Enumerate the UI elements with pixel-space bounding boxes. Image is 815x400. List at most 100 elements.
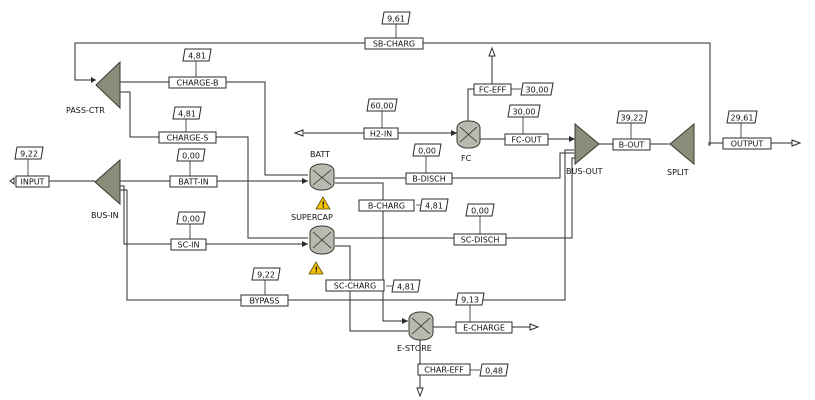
mixer-triangle-icon [94,158,121,206]
stream-label-sb-charg[interactable]: SB-CHARG [364,37,424,50]
svg-text:4,81: 4,81 [397,283,415,292]
block-fc[interactable]: FC [456,120,481,163]
stream-label-charge-b[interactable]: CHARGE-B [168,76,227,89]
mixer-triangle-icon [669,122,695,166]
block-label-split: SPLIT [667,168,689,177]
stream-line-charge-b[interactable] [118,81,308,176]
block-label-batt: BATT [310,150,330,159]
block-split[interactable]: SPLIT [667,122,695,177]
svg-text:60,00: 60,00 [371,102,394,111]
block-label-pass-ctr: PASS-CTR [66,106,105,115]
stream-label-fc-eff[interactable]: FC-EFF [473,83,512,96]
stream-label-bypass[interactable]: BYPASS [240,294,289,307]
svg-text:FC-OUT: FC-OUT [511,136,541,145]
svg-text:B-CHARG: B-CHARG [368,202,405,211]
stream-label-fc-out[interactable]: FC-OUT [504,133,549,146]
svg-text:29,61: 29,61 [731,114,754,123]
stream-label-h2-in[interactable]: H2-IN [363,127,399,140]
block-bus-out[interactable]: BUS-OUT [566,122,603,176]
value-box-sc-in: 0,00 [176,211,206,225]
svg-text:0,00: 0,00 [182,215,200,224]
arrowhead-icon [451,130,457,136]
reactor-vessel-icon [408,311,434,341]
block-batt[interactable]: BATT ! [309,150,335,210]
warning-triangle-icon: ! [308,261,324,275]
stream-line-sc-disch[interactable] [335,157,576,239]
block-pass-ctr[interactable]: PASS-CTR [66,60,121,115]
block-bus-in[interactable]: BUS-IN [91,158,121,220]
arrowhead-icon [91,77,96,83]
value-box-sc-charg: 4,81 [391,279,421,293]
svg-text:39,22: 39,22 [621,114,644,123]
stream-label-input[interactable]: INPUT [15,175,50,188]
svg-text:FC-EFF: FC-EFF [479,86,507,95]
value-box-b-out: 39,22 [616,110,648,124]
value-box-e-charge: 9,13 [455,292,485,306]
product-arrow-icon [791,139,802,147]
value-box-b-charg: 4,81 [419,198,449,212]
svg-text:BATT-IN: BATT-IN [178,178,208,187]
svg-text:4,81: 4,81 [178,110,196,119]
block-supercap[interactable]: SUPERCAP ! [291,213,335,275]
svg-text:CHARGE-S: CHARGE-S [167,134,209,143]
value-box-b-disch: 0,00 [412,143,442,157]
svg-text:CHAR-EFF: CHAR-EFF [424,366,464,375]
stream-label-e-charge[interactable]: E-CHARGE [455,321,513,334]
svg-text:INPUT: INPUT [21,178,45,187]
value-box-charge-b: 4,81 [182,48,212,62]
svg-text:BYPASS: BYPASS [250,297,280,306]
block-e-store[interactable]: E-STORE [397,311,434,353]
warning-triangle-icon: ! [315,196,331,210]
svg-text:E-CHARGE: E-CHARGE [463,324,505,333]
stream-label-output[interactable]: OUTPUT [722,137,772,150]
svg-text:30,00: 30,00 [513,108,536,117]
product-arrow-icon [416,387,424,398]
reactor-vessel-icon [309,225,335,255]
arrowhead-icon [302,178,308,184]
svg-text:!: ! [315,266,319,275]
stream-label-sc-charg[interactable]: SC-CHARG [325,279,385,292]
stream-label-b-disch[interactable]: B-DISCH [405,172,453,185]
stream-label-sc-in[interactable]: SC-IN [170,238,207,251]
stream-label-charge-s[interactable]: CHARGE-S [158,131,217,144]
value-box-batt-in: 0,00 [176,148,206,162]
svg-text:CHARGE-B: CHARGE-B [177,79,219,88]
value-box-fc-eff: 30,00 [520,82,554,96]
arrowhead-icon [302,241,308,247]
stream-label-b-out[interactable]: B-OUT [612,138,651,151]
feed-arrow-icon [293,129,304,137]
mixer-triangle-icon [95,60,121,110]
svg-text:9,61: 9,61 [387,15,405,24]
value-box-h2-in: 60,00 [366,98,398,112]
stream-label-char-eff[interactable]: CHAR-EFF [417,363,471,376]
stream-label-b-charg[interactable]: B-CHARG [358,199,415,212]
svg-text:SC-DISCH: SC-DISCH [461,236,500,245]
value-leaders [27,24,742,371]
stream-line-b-charg[interactable] [335,182,408,322]
stream-line-charge-s[interactable] [114,91,308,239]
block-label-bus-in: BUS-IN [91,211,119,220]
mixer-triangle-icon [574,122,600,166]
svg-text:SC-CHARG: SC-CHARG [334,282,376,291]
value-box-input: 9,22 [14,146,44,160]
reactor-vessel-icon [309,163,335,191]
feed-arrow-icon [9,177,15,185]
block-label-bus-out: BUS-OUT [566,167,603,176]
stream-line-b-disch[interactable] [335,152,574,179]
svg-text:0,00: 0,00 [418,147,436,156]
stream-line-bypass[interactable] [120,149,574,301]
arrowhead-icon [569,136,575,142]
reactor-vessel-icon [456,120,481,149]
value-box-output: 29,61 [726,110,758,124]
svg-text:!: ! [322,201,326,210]
block-label-e-store: E-STORE [397,344,432,353]
stream-label-sc-disch[interactable]: SC-DISCH [453,233,507,246]
svg-text:B-OUT: B-OUT [619,141,645,150]
svg-text:H2-IN: H2-IN [370,130,392,139]
stream-label-batt-in[interactable]: BATT-IN [169,175,218,188]
stream-line-sc-in[interactable] [120,185,308,245]
svg-text:9,13: 9,13 [461,296,479,305]
value-box-charge-s: 4,81 [172,106,202,120]
svg-text:SC-IN: SC-IN [178,241,200,250]
